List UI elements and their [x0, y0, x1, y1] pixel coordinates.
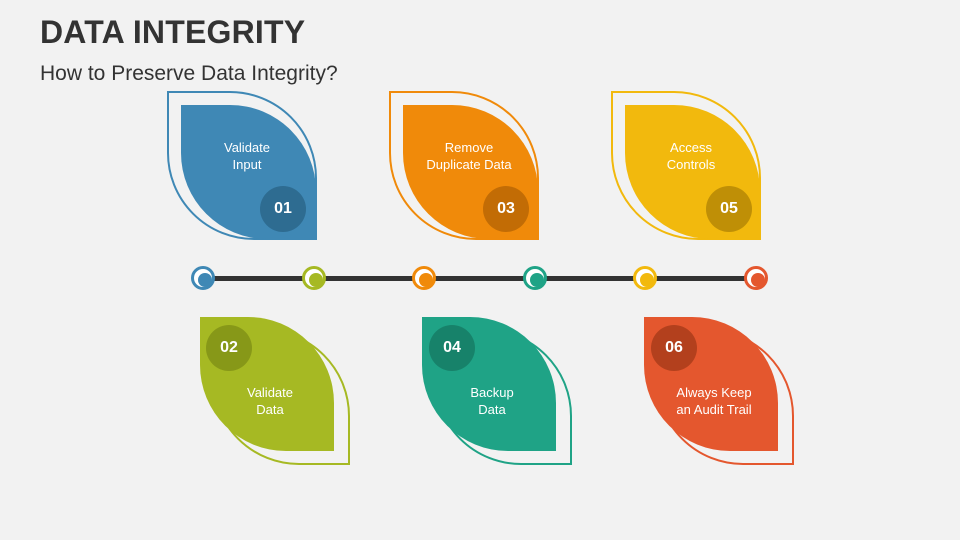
step-number-badge: 02 — [206, 325, 252, 371]
timeline-dot-05 — [633, 266, 657, 290]
timeline-dot-06 — [744, 266, 768, 290]
page-subtitle: How to Preserve Data Integrity? — [40, 62, 338, 85]
page-title: DATA INTEGRITY — [40, 14, 306, 50]
timeline-line — [203, 276, 756, 281]
step-number-badge: 06 — [651, 325, 697, 371]
timeline-dot-04 — [523, 266, 547, 290]
step-number-badge: 05 — [706, 186, 752, 232]
timeline-dot-03 — [412, 266, 436, 290]
step-number-badge: 03 — [483, 186, 529, 232]
timeline-dot-01 — [191, 266, 215, 290]
step-number-badge: 01 — [260, 186, 306, 232]
timeline-dot-02 — [302, 266, 326, 290]
step-number-badge: 04 — [429, 325, 475, 371]
